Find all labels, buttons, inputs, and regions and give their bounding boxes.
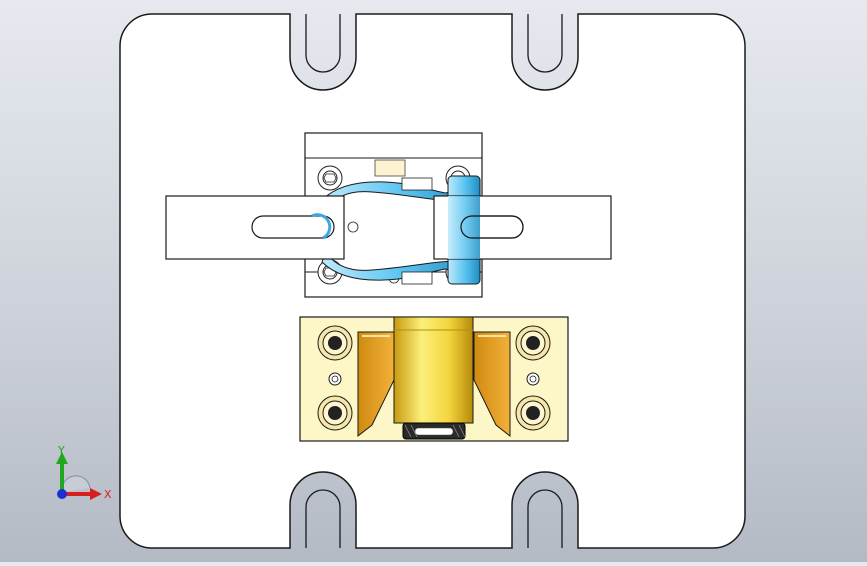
upper-clamp-assembly[interactable] bbox=[165, 132, 612, 298]
dowel-hole-right bbox=[526, 372, 540, 386]
cylinder-body bbox=[393, 316, 474, 424]
y-axis-label: Y bbox=[57, 444, 65, 457]
left-slotted-bar[interactable] bbox=[165, 195, 359, 260]
screw-top-left bbox=[317, 165, 343, 191]
x-axis-arrowhead bbox=[90, 488, 102, 500]
x-axis-label: X bbox=[104, 488, 112, 501]
bolt-top-left bbox=[317, 325, 353, 361]
left-bar-slot bbox=[251, 215, 335, 239]
right-wedge bbox=[473, 331, 511, 438]
bolt-bottom-left bbox=[317, 395, 353, 431]
top-left-slot bbox=[305, 14, 341, 73]
coordinate-triad: Y X bbox=[40, 436, 120, 516]
left-wedge bbox=[357, 331, 395, 438]
bottom-right-slot bbox=[527, 489, 563, 548]
top-pin bbox=[374, 159, 406, 177]
triad-arc bbox=[61, 475, 91, 493]
z-axis-indicator bbox=[57, 489, 67, 499]
y-axis-arrowhead bbox=[56, 452, 68, 464]
right-slotted-bar[interactable] bbox=[433, 195, 612, 260]
dowel-hole-left bbox=[328, 372, 342, 386]
bottom-left-slot bbox=[305, 489, 341, 548]
bolt-bottom-right bbox=[515, 395, 551, 431]
bolt-top-right bbox=[515, 325, 551, 361]
lower-cylinder-assembly[interactable] bbox=[299, 316, 569, 442]
top-right-slot bbox=[527, 14, 563, 73]
